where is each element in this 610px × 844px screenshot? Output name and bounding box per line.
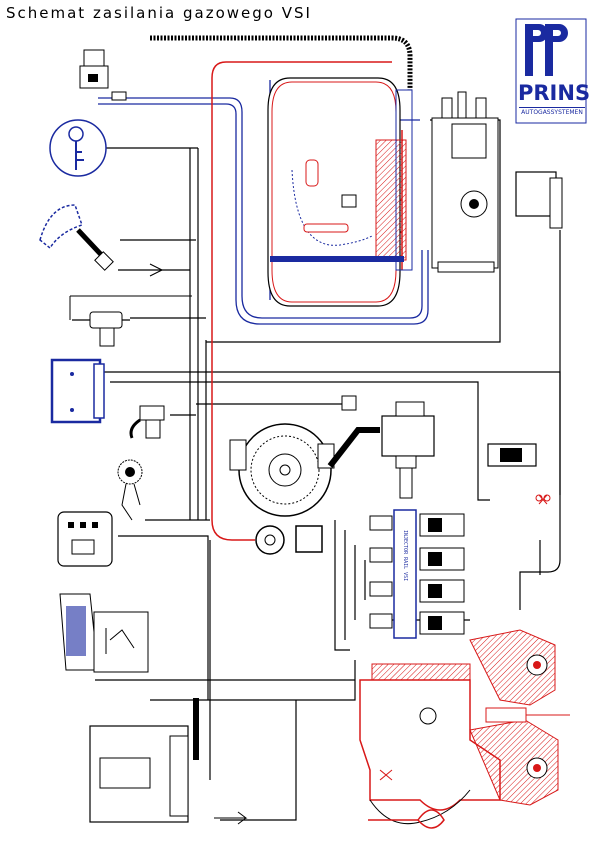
- scissors-icon: [535, 494, 551, 505]
- fuse-holder-icon: [69, 295, 192, 347]
- relay-connector-icon: [79, 49, 127, 101]
- switch-panel-icon: [57, 511, 113, 567]
- injector-rail-label: INJECTOR RAIL VSI: [402, 530, 408, 581]
- logo-brand-text: PRINS: [518, 81, 591, 105]
- laptop-icon: [59, 593, 149, 673]
- relay-box-icon: [50, 358, 105, 424]
- pressure-sensor-icon: [117, 459, 143, 521]
- engine-section: [359, 629, 570, 825]
- lambda-probe-icon: [368, 809, 445, 829]
- lambda-module-icon: [515, 171, 563, 229]
- gas-switch-icon: [39, 204, 163, 277]
- map-sensor-icon: [487, 443, 537, 467]
- logo-subtitle: AUTOGASSYSTEMEN: [519, 107, 585, 116]
- injector-rail: INJECTOR RAIL VSI: [369, 509, 465, 639]
- reducer-vaporizer: [229, 423, 380, 555]
- ignition-key-icon: [49, 119, 107, 177]
- gas-filter-icon: [341, 395, 435, 499]
- ecu-module-icon: [89, 698, 248, 825]
- control-box: [431, 91, 499, 273]
- temperature-sensor-icon: [129, 405, 165, 439]
- prins-logo: [515, 18, 587, 124]
- gas-tank: [267, 77, 413, 307]
- diagram-title: Schemat zasilania gazowego VSI: [6, 4, 312, 22]
